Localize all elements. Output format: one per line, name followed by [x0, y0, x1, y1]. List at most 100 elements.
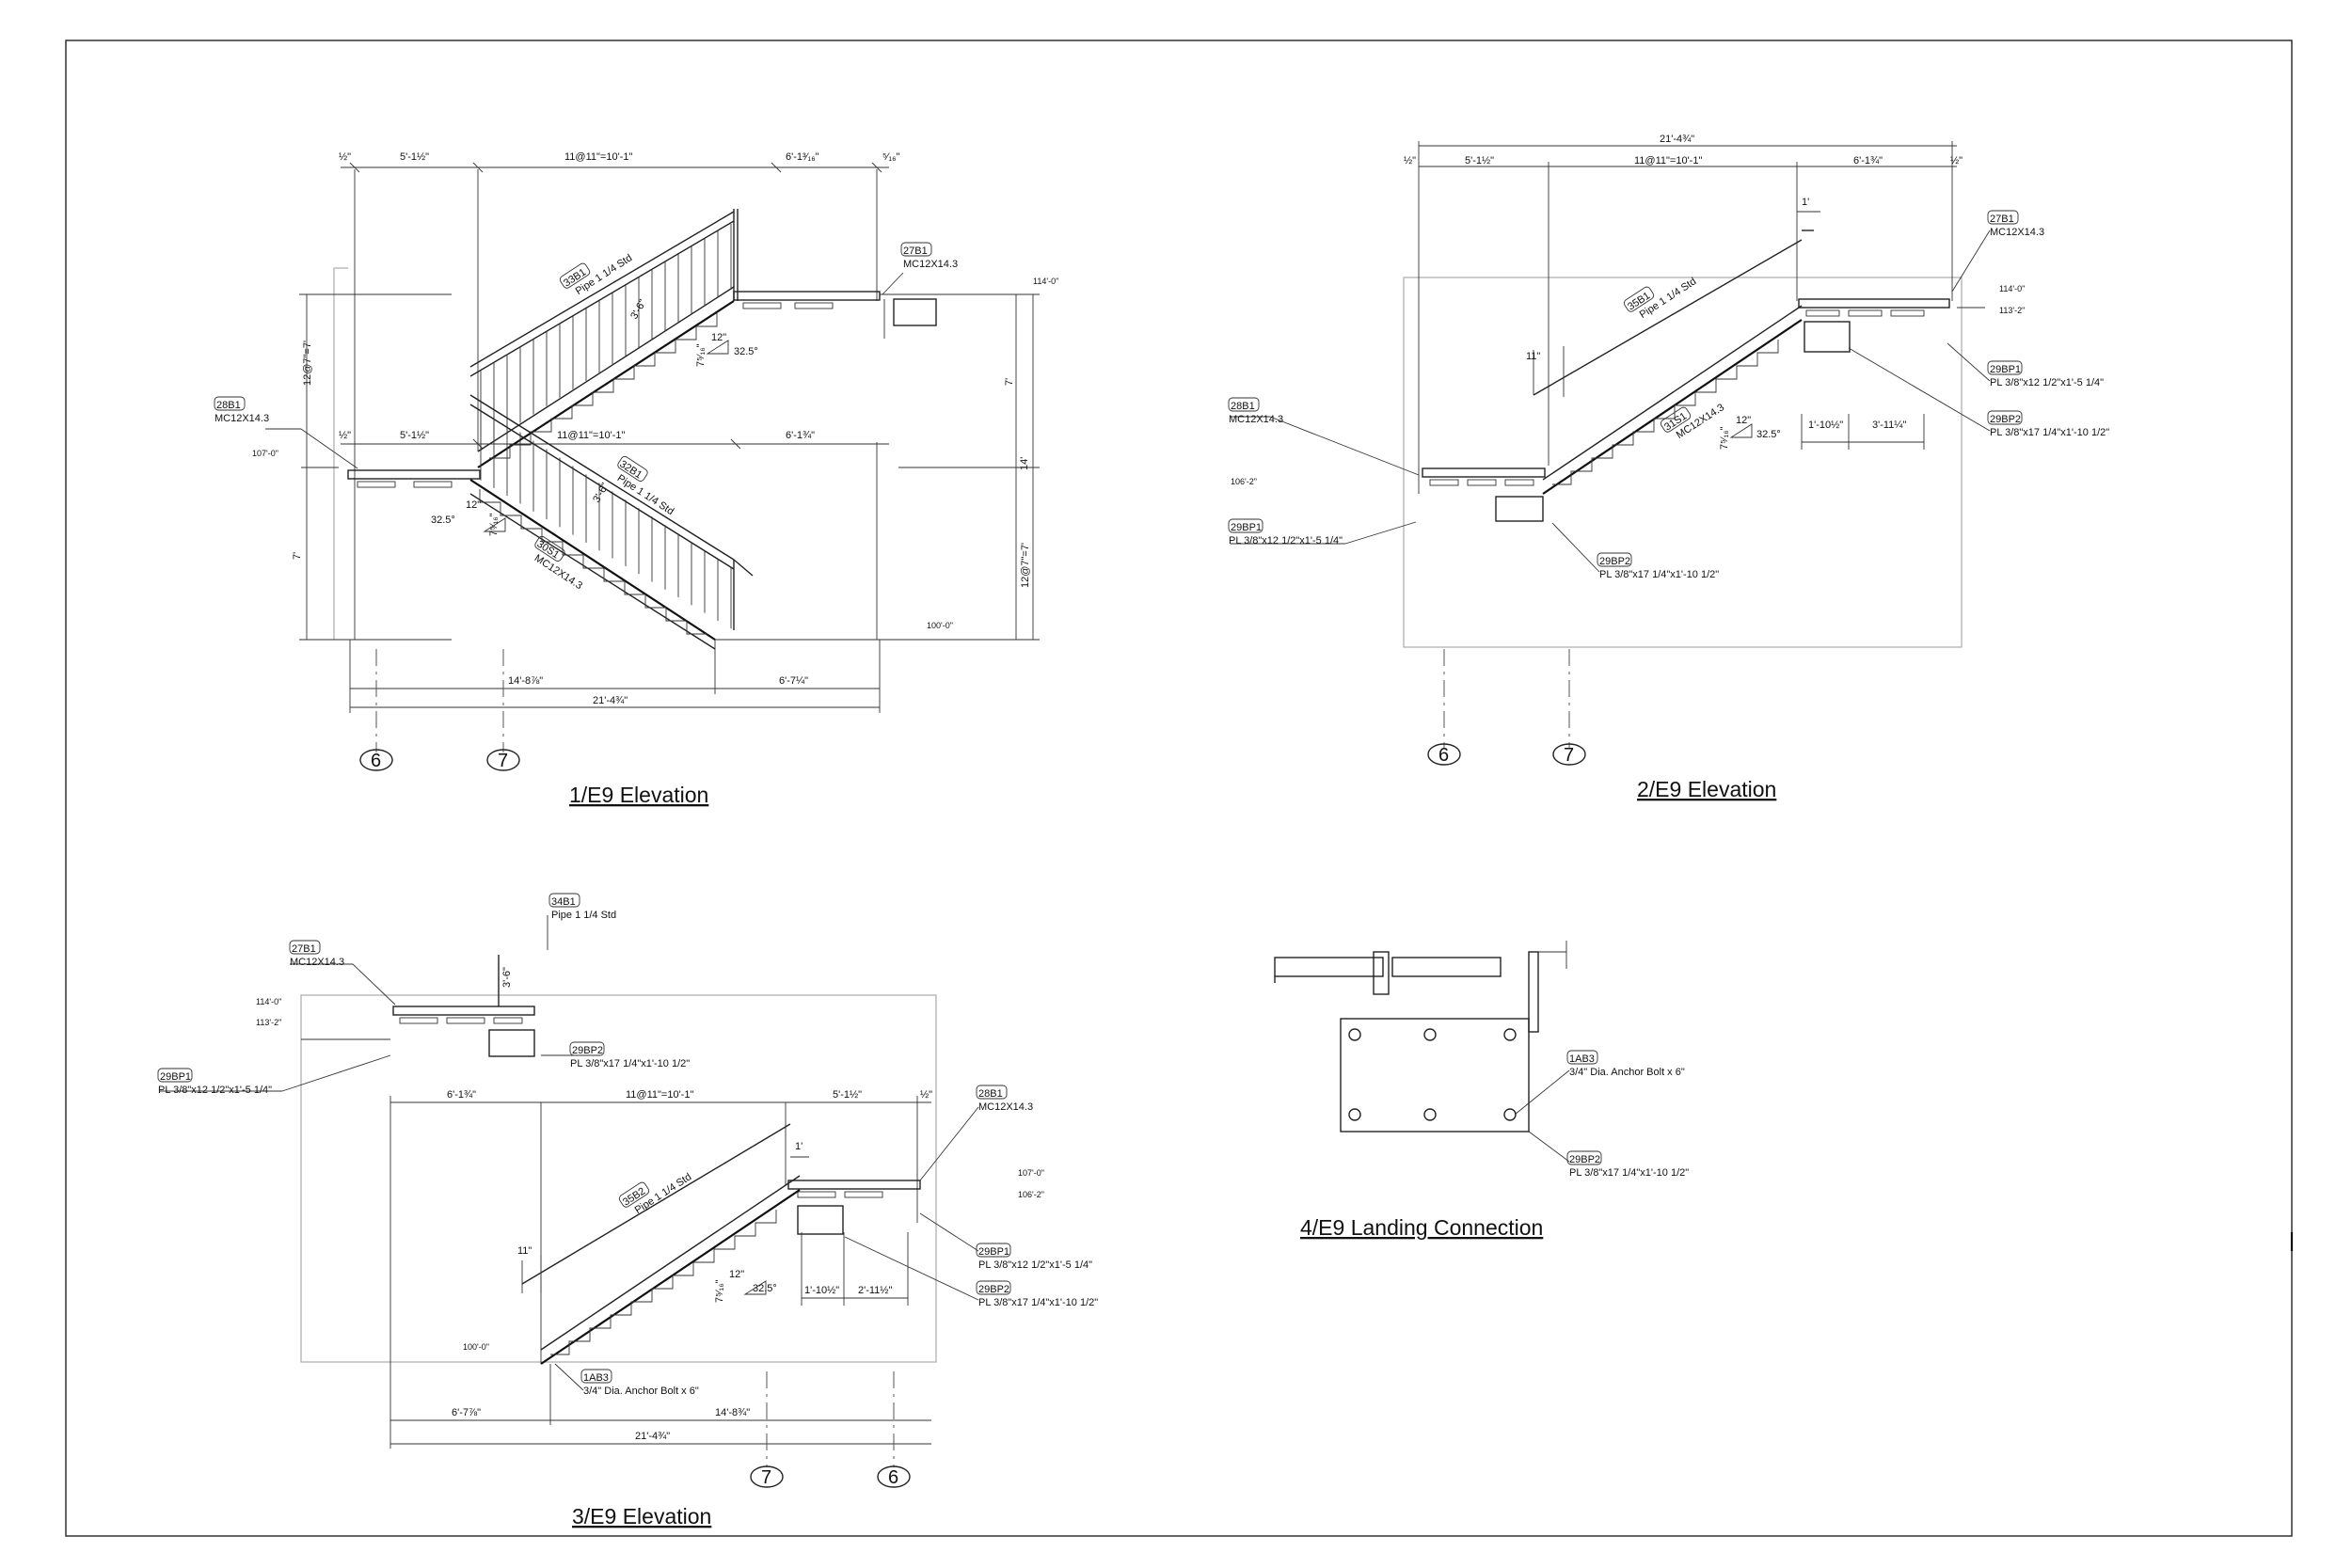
callout-tag: 29BP1 [160, 1071, 191, 1083]
view-2-title: 2/E9 Elevation [1637, 777, 1776, 801]
slope-rise: 7⁵⁄₁₆" [714, 1279, 725, 1303]
dim-text: 6'-1¾" [786, 430, 815, 441]
dim-text: 11@11"=10'-1" [564, 151, 632, 163]
dim-text: 5'-1½" [1465, 155, 1494, 166]
sheet-border [65, 40, 2293, 1537]
callout-desc: PL 3/8"x12 1/2"x1'-5 1/4" [978, 1259, 1092, 1271]
dim-text: 11" [1526, 351, 1540, 362]
dim-text: 1' [1802, 197, 1809, 208]
callout-tag: 29BP2 [1599, 556, 1630, 567]
callout-desc: MC12X14.3 [1229, 414, 1283, 425]
dim-text: 7' [1004, 378, 1015, 386]
grid-label-6: 6 [1438, 745, 1449, 766]
slope-angle: 32.5° [431, 515, 455, 526]
grid-bubble-7 [486, 749, 520, 771]
slope-run: 12" [729, 1269, 744, 1280]
callout-desc: MC12X14.3 [978, 1101, 1033, 1113]
dim-text: 3'-6" [501, 967, 513, 988]
view-1-title: 1/E9 Elevation [569, 783, 708, 807]
dim-text: 2'-11½" [858, 1285, 892, 1296]
slope-run: 12" [466, 499, 481, 511]
view-4-landing-connection [1274, 941, 1570, 1163]
grid-label-7: 7 [761, 1467, 771, 1488]
dim-text: 5'-1½" [400, 151, 429, 163]
dim-text: 14'-8⅞" [508, 675, 543, 687]
level-text: 100'-0" [463, 1342, 489, 1352]
callout-tag: 27B1 [903, 245, 928, 257]
dim-text: ⁵⁄₁₆" [882, 151, 900, 163]
grid-label-6: 6 [888, 1467, 898, 1488]
dim-text: 14'-8¾" [715, 1407, 750, 1418]
grid-bubble-6 [877, 1465, 911, 1488]
dim-text: 5'-1½" [833, 1089, 862, 1101]
dim-text: 5'-1½" [400, 430, 429, 441]
level-text: 114'-0" [1033, 277, 1058, 286]
callout-desc: PL 3/8"x12 1/2"x1'-5 1/4" [158, 1085, 272, 1096]
level-text: 107'-0" [1018, 1168, 1044, 1178]
callout-tag: 1AB3 [583, 1372, 609, 1384]
callout-tag: 28B1 [216, 400, 241, 411]
slope-angle: 32.5° [1756, 429, 1781, 440]
dim-text: 1'-10½" [1808, 420, 1843, 431]
dim-text: ½" [1950, 155, 1963, 166]
grid-bubble-6 [359, 749, 393, 771]
callout-desc: MC12X14.3 [1990, 227, 2044, 238]
view-3-elevation [160, 915, 979, 1488]
slope-rise: 7⁵⁄₁₆" [1719, 426, 1730, 450]
callout-tag: 28B1 [1231, 401, 1255, 412]
callout-tag: 28B1 [978, 1088, 1003, 1100]
dim-text: 21'-4¾" [1660, 134, 1694, 145]
grid-label-6: 6 [371, 751, 381, 771]
level-text: 107'-0" [252, 449, 278, 458]
slope-run: 12" [1736, 415, 1751, 426]
dim-text: 14' [1019, 457, 1030, 470]
slope-rise: 7⁵⁄₁₆" [488, 513, 500, 536]
level-text: 113'-2" [256, 1018, 281, 1027]
slope-run: 12" [711, 332, 726, 343]
dim-text: 6'-1¾" [1853, 155, 1883, 166]
callout-desc: PL 3/8"x12 1/2"x1'-5 1/4" [1229, 535, 1343, 546]
grid-label-7: 7 [498, 751, 508, 771]
dim-text: ½" [339, 430, 351, 441]
level-text: 114'-0" [1999, 284, 2025, 293]
dim-text: 6'-1³⁄₁₆" [786, 151, 819, 163]
dim-text: 6'-1¾" [447, 1089, 476, 1101]
dim-text: 6'-7⅞" [452, 1407, 481, 1418]
callout-tag: 29BP1 [978, 1246, 1009, 1258]
view-3-title: 3/E9 Elevation [572, 1504, 711, 1528]
callout-desc: MC12X14.3 [532, 552, 584, 592]
dim-text: 11@11"=10'-1" [626, 1089, 693, 1101]
dim-text: ½" [339, 151, 351, 163]
level-text: 100'-0" [927, 621, 953, 630]
callout-tag: 27B1 [1990, 214, 2014, 225]
level-text: 113'-2" [1999, 306, 2025, 315]
dim-text: 11" [517, 1245, 532, 1257]
callout-tag: 29BP2 [1990, 414, 2021, 425]
dim-text: 12@7"=7' [302, 341, 313, 386]
dim-text: 11@11"=10'-1" [557, 430, 625, 441]
callout-tag: 29BP1 [1990, 364, 2021, 375]
callout-tag: 29BP2 [978, 1284, 1009, 1295]
dim-text: 3'-11¼" [1872, 420, 1906, 431]
callout-desc: PL 3/8"x17 1/4"x1'-10 1/2" [1569, 1167, 1689, 1179]
dim-text: 6'-7¼" [779, 675, 808, 687]
view-2-elevation [1231, 141, 1991, 766]
callout-tag: 34B1 [551, 896, 576, 908]
dim-text: 12@7"=7' [1020, 543, 1031, 588]
callout-desc: PL 3/8"x17 1/4"x1'-10 1/2" [978, 1297, 1098, 1308]
callout-tag: 27B1 [292, 943, 316, 955]
view-4-title: 4/E9 Landing Connection [1300, 1215, 1543, 1240]
callout-tag: 29BP1 [1231, 522, 1262, 533]
callout-desc: PL 3/8"x17 1/4"x1'-10 1/2" [570, 1058, 690, 1069]
callout-desc: PL 3/8"x17 1/4"x1'-10 1/2" [1990, 427, 2109, 438]
callout-desc: PL 3/8"x12 1/2"x1'-5 1/4" [1990, 377, 2104, 388]
callout-tag: 1AB3 [1569, 1053, 1595, 1065]
dim-text: ½" [1404, 155, 1416, 166]
slope-angle: 32.5° [753, 1283, 777, 1294]
callout-desc: Pipe 1 1/4 Std [551, 910, 616, 921]
callout-desc: 3/4" Dia. Anchor Bolt x 6" [583, 1386, 699, 1397]
grid-bubble-7 [750, 1465, 784, 1488]
dim-text: 21'-4¾" [593, 695, 628, 706]
dim-text: 1'-10½" [804, 1285, 839, 1296]
